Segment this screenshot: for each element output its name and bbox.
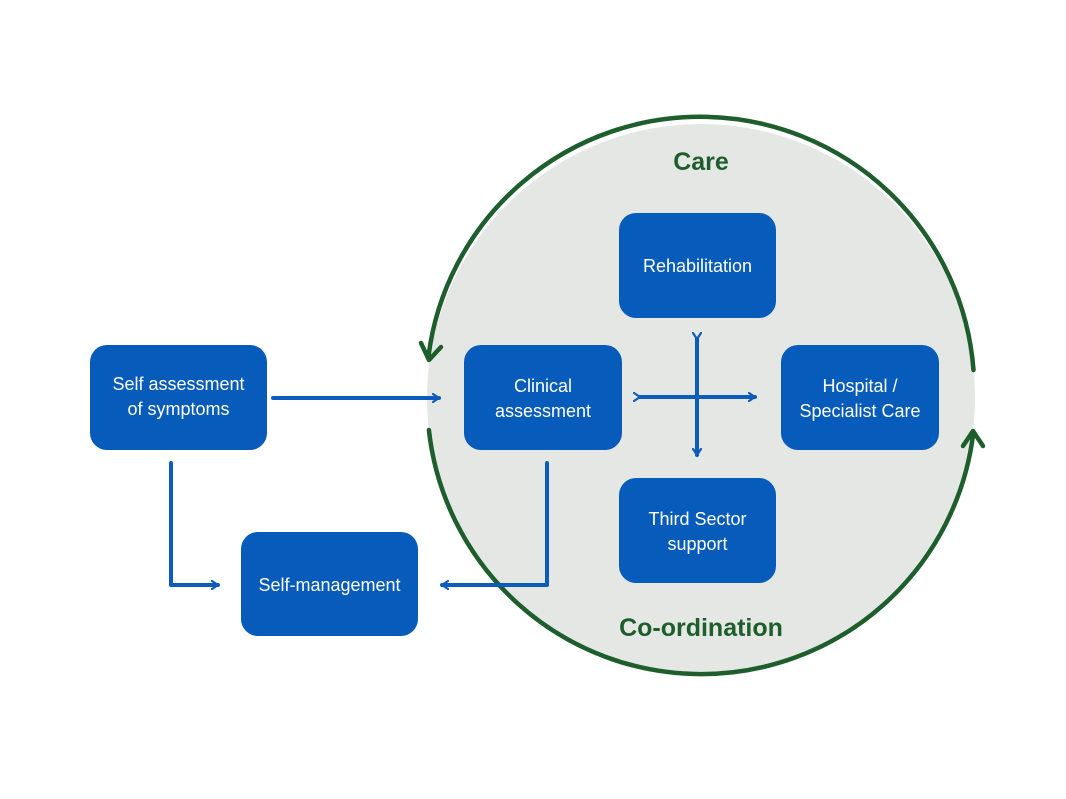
node-rehabilitation: Rehabilitation xyxy=(619,213,776,318)
node-label-line: Self assessment xyxy=(112,374,244,394)
node-label-line: Rehabilitation xyxy=(643,256,752,276)
node-label-line: Third Sector xyxy=(648,509,746,529)
node-label-line: of symptoms xyxy=(127,399,229,419)
node-box xyxy=(90,345,267,450)
node-label-line: Self-management xyxy=(258,575,400,595)
node-box xyxy=(241,532,418,636)
node-label-line: Hospital / xyxy=(822,376,897,396)
node-hospital-specialist-care: Hospital / Specialist Care xyxy=(781,345,939,450)
arrow-clinical-to-self-management xyxy=(440,461,549,585)
node-third-sector-support: Third Sector support xyxy=(619,478,776,583)
node-label-line: support xyxy=(667,534,727,554)
node-self-assessment: Self assessment of symptoms xyxy=(90,345,267,450)
node-label-line: Specialist Care xyxy=(799,401,920,421)
circle-ring-top-arc xyxy=(426,114,976,373)
node-box xyxy=(781,345,939,450)
connectors xyxy=(169,339,757,585)
circle-label-care: Care xyxy=(673,148,729,176)
node-box xyxy=(619,478,776,583)
node-box xyxy=(619,213,776,318)
node-box xyxy=(464,345,622,450)
circle-arrowhead-right-up xyxy=(960,428,986,449)
node-clinical-assessment: Clinical assessment xyxy=(464,345,622,450)
circle-arrowhead-left-down xyxy=(418,340,444,363)
circle-label-co-ordination: Co-ordination xyxy=(619,614,783,642)
node-label-line: Clinical xyxy=(514,376,572,396)
arrow-self-assessment-to-self-management xyxy=(169,461,220,585)
node-label-line: assessment xyxy=(495,401,591,421)
circle-ring-bottom-arc xyxy=(426,427,976,677)
node-self-management: Self-management xyxy=(241,532,418,636)
